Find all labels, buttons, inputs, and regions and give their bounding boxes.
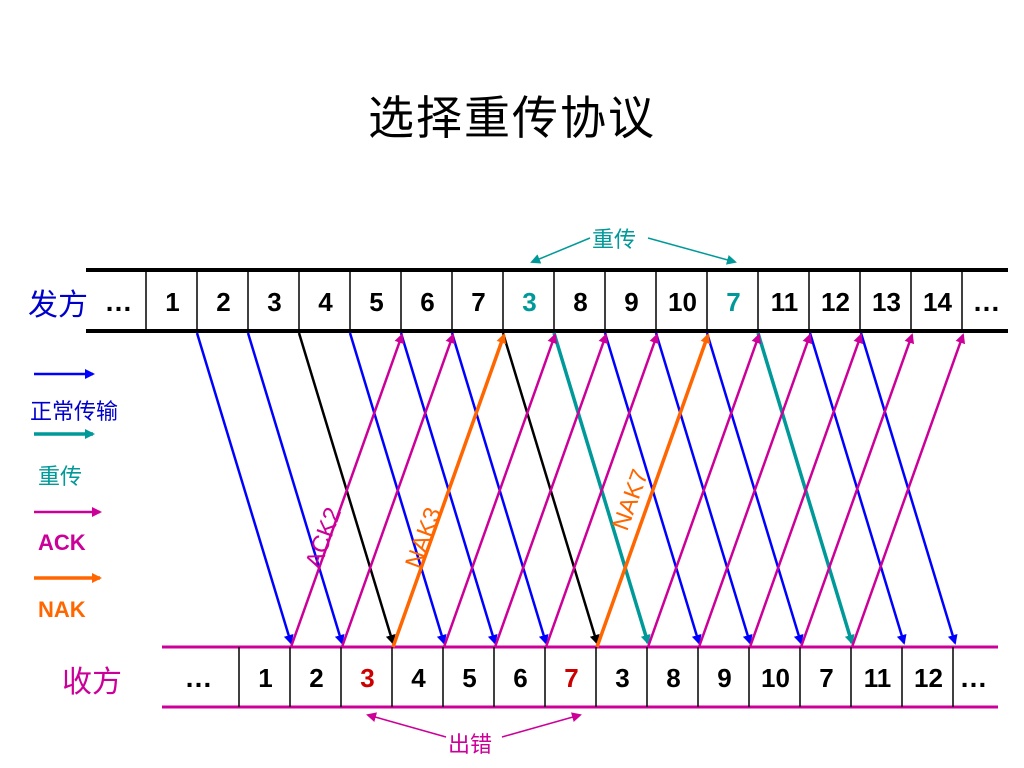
legend-arrows (34, 369, 102, 583)
receiver-frame-ellipsis-start: … (184, 662, 213, 693)
tx-frame-2 (246, 332, 345, 645)
error-annotation: 出错 (448, 733, 493, 758)
ack-arrows (289, 333, 966, 648)
ack-5 (493, 333, 609, 648)
tx-frame-6 (450, 332, 549, 645)
sender-frame-1: 1 (165, 287, 180, 317)
legend-label-ack: ACK (38, 530, 86, 555)
tx-frame-7-error (501, 332, 600, 645)
receiver-frame-ellipsis-end: … (959, 662, 988, 693)
receiver-frame-5: 5 (462, 663, 477, 693)
ack-3 (646, 333, 762, 648)
ack-1 (289, 333, 405, 648)
receiver-frame-7: 7 (819, 663, 834, 693)
sender-frame-12: 12 (821, 287, 850, 317)
sender-frame-8: 8 (573, 287, 588, 317)
sender-frame-13: 13 (872, 287, 901, 317)
tx-frame-3-error (297, 332, 396, 645)
sender-frame-3-retransmit: 3 (522, 287, 537, 317)
sender-frame-5: 5 (369, 287, 384, 317)
nak-arrows (391, 333, 711, 648)
ack-8 (697, 333, 813, 648)
receiver-frame-9: 9 (717, 663, 732, 693)
receiver-frame-10: 10 (761, 663, 790, 693)
retx-frame-3 (552, 332, 651, 645)
legend-label-normal: 正常传输 (30, 400, 119, 425)
sender-frame-9: 9 (624, 287, 639, 317)
sender-frame-4: 4 (318, 287, 333, 317)
receiver-label: 收方 (62, 665, 122, 700)
sender-frame-7-retransmit: 7 (726, 287, 741, 317)
retransmit-annotation: 重传 (592, 228, 637, 253)
ack-9 (748, 333, 864, 648)
sender-frame-ellipsis-start: … (104, 286, 133, 317)
nak-7 (595, 333, 711, 648)
sender-frame-11: 11 (770, 287, 799, 317)
receiver-frame-11: 11 (863, 663, 892, 693)
sender-frame-7: 7 (471, 287, 486, 317)
sender-frame-14: 14 (923, 287, 952, 317)
receiver-frame-1: 1 (258, 663, 273, 693)
nak7-label: NAK7 (607, 466, 654, 534)
tx-frame-9 (654, 332, 753, 645)
ack-4 (442, 333, 558, 648)
sender-frame-3: 3 (267, 287, 282, 317)
sender-frame-ellipsis-end: … (972, 286, 1001, 317)
receiver-frame-2: 2 (309, 663, 324, 693)
nak3-label: NAK3 (400, 504, 447, 572)
receiver-frame-7-error: 7 (564, 663, 579, 693)
receiver-frame-4: 4 (411, 663, 426, 693)
receiver-frame-3-error: 3 (360, 663, 375, 693)
receiver-frame-12: 12 (914, 663, 943, 693)
sender-frame-6: 6 (420, 287, 435, 317)
retransmit-bracket (530, 237, 737, 265)
tx-frame-10 (705, 332, 804, 645)
page-title: 选择重传协议 (368, 91, 656, 145)
legend-label-nak: NAK (38, 597, 86, 622)
legend-label-retransmit: 重传 (38, 465, 83, 490)
sender-label: 发方 (28, 288, 88, 323)
ack-7 (850, 333, 966, 648)
tx-frame-1 (195, 332, 294, 645)
retx-frame-7 (756, 332, 855, 645)
sender-row-grid (86, 268, 1008, 333)
receiver-frame-8: 8 (666, 663, 681, 693)
error-transmission-arrows (297, 332, 600, 645)
ack2-label: ACK2 (300, 504, 347, 572)
error-bracket (366, 712, 582, 738)
retransmission-arrows (552, 332, 855, 645)
receiver-frame-3: 3 (615, 663, 630, 693)
receiver-row-grid (162, 645, 998, 709)
tx-frame-4 (348, 332, 447, 645)
sender-frame-2: 2 (216, 287, 231, 317)
ack-10 (799, 333, 915, 648)
sender-frame-10: 10 (668, 287, 697, 317)
ack-6 (544, 333, 660, 648)
nak-3 (391, 333, 507, 648)
receiver-frame-6: 6 (513, 663, 528, 693)
normal-transmission-arrows (195, 332, 958, 645)
ack-2 (340, 333, 456, 648)
